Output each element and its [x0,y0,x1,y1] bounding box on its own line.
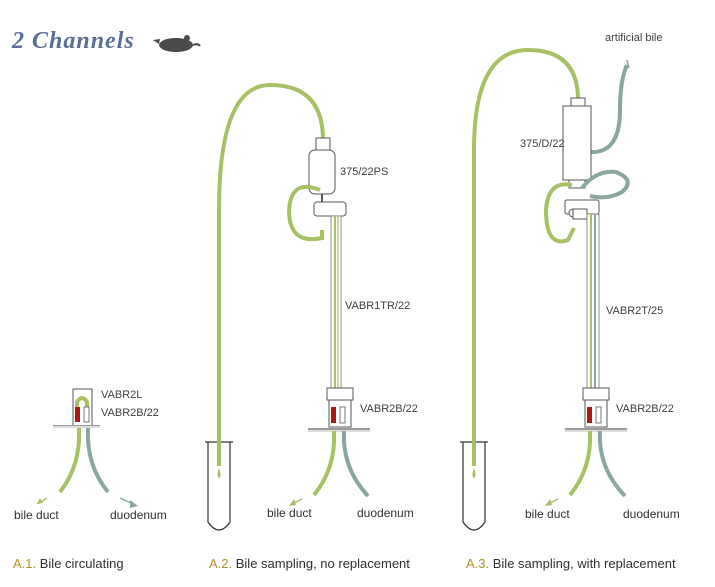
label-duodenum: duodenum [110,508,167,522]
label-duodenum: duodenum [623,507,680,521]
label-connector: VABR2B/22 [616,403,674,415]
label-tether: VABR1TR/22 [345,300,411,312]
caption-a1: A.1. Bile circulating [13,556,124,571]
label-swivel: 375/D/22 [520,138,565,150]
caption-code: A.3. [466,556,490,571]
label-tether: VABR2T/25 [606,305,664,317]
label-connector: VABR2B/22 [360,403,418,415]
caption-code: A.2. [209,556,233,571]
caption-text: Bile sampling, with replacement [492,556,676,571]
label-connector-top: VABR2L [101,389,143,401]
caption-text: Bile circulating [39,556,124,571]
label-bile-duct: bile duct [14,508,59,522]
rat-icon [153,35,201,52]
label-duodenum: duodenum [357,506,414,520]
caption-text: Bile sampling, no replacement [235,556,410,571]
collection-tube [462,442,486,531]
plug-red [75,407,80,422]
caption-a2: A.2. Bile sampling, no replacement [209,556,410,571]
label-swivel: 375/22PS [340,166,389,178]
label-connector-bottom: VABR2B/22 [101,407,159,419]
label-bile-duct: bile duct [267,506,312,520]
caption-a3: A.3. Bile sampling, with replacement [466,556,676,571]
page-title: 2 Channels [12,28,135,54]
swivel-body [562,105,592,181]
panel-a1-drawing [36,388,138,508]
panel-a3-drawing [460,47,630,531]
caption-code: A.1. [13,556,37,571]
panel-a2-drawing [205,82,370,531]
label-source: artificial bile [605,32,663,44]
collection-tube [207,442,231,531]
label-bile-duct: bile duct [525,507,570,521]
